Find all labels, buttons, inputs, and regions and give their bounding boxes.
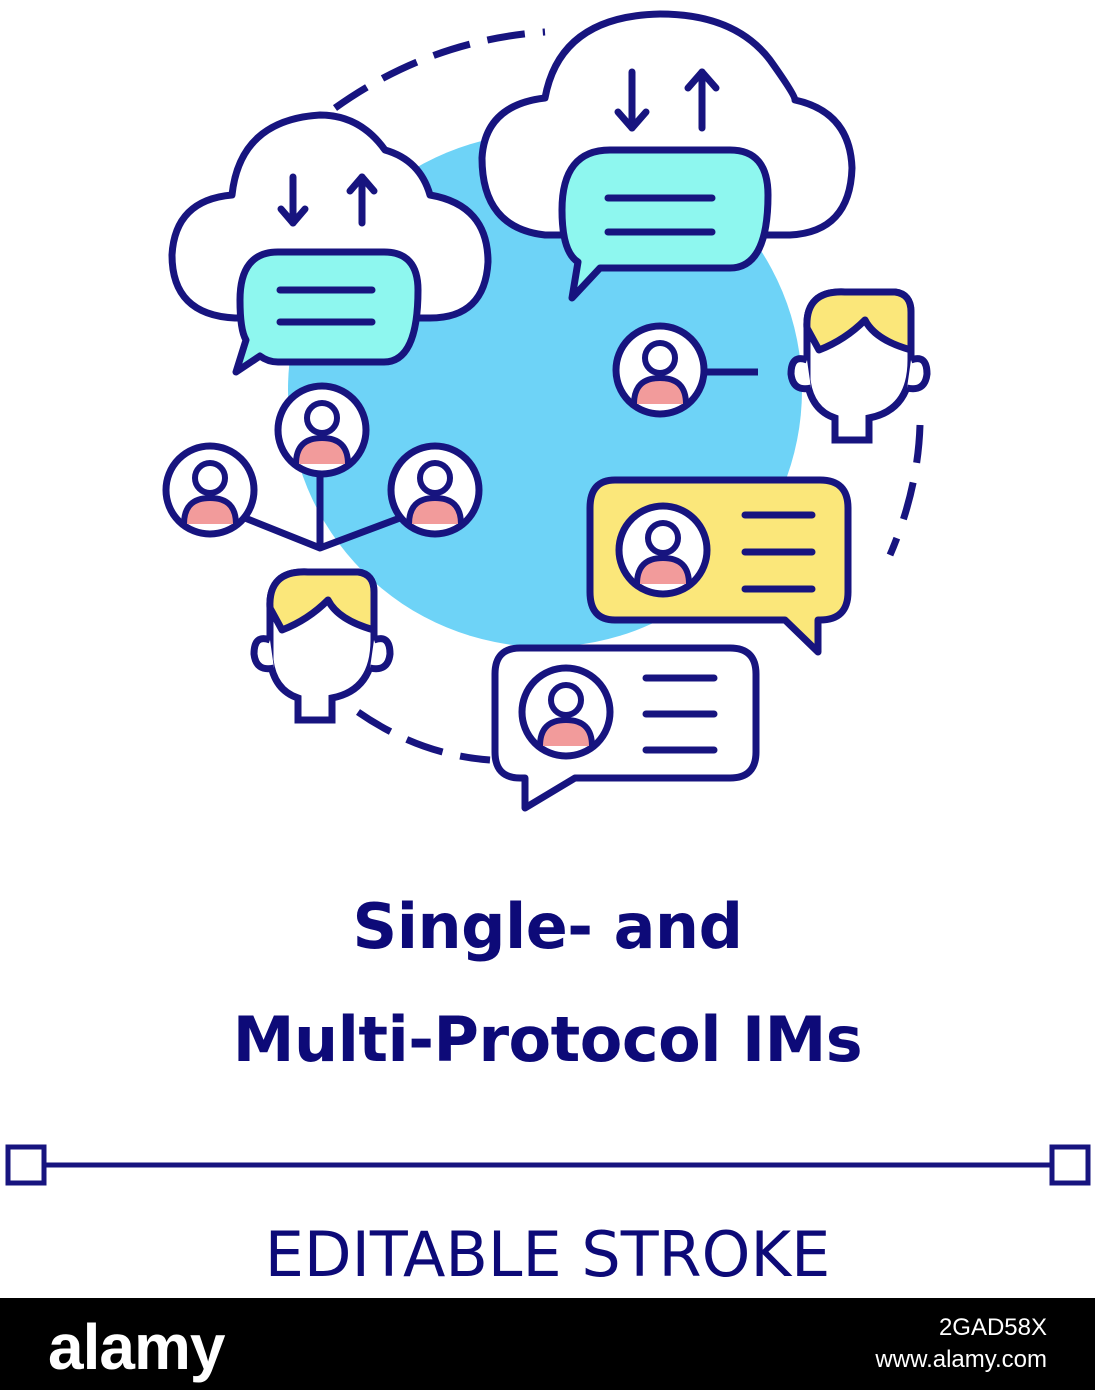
download-arrow-icon [277, 173, 309, 227]
footer-banner: alamy 2GAD58X www.alamy.com [0, 1298, 1095, 1390]
left-handle-icon [5, 1144, 47, 1186]
right-handle-icon [1049, 1144, 1091, 1186]
image-url: www.alamy.com [875, 1346, 1047, 1373]
person-head-icon [791, 292, 927, 440]
single-multi-protocol-illustration [0, 10, 1095, 812]
user-avatar-icon [391, 446, 479, 534]
editable-stroke-line [5, 1144, 1091, 1186]
image-id: 2GAD58X [938, 1314, 1047, 1341]
brand-logo: alamy [48, 1311, 225, 1383]
chat-bubble-icon [232, 248, 422, 376]
dashed-orbit-right [886, 424, 924, 557]
title-line-1: Single- and [352, 890, 743, 963]
chat-bubble-icon [558, 146, 772, 302]
title-line-2: Multi-Protocol IMs [232, 1003, 863, 1076]
dashed-orbit-top [332, 28, 546, 111]
user-avatar-icon [616, 326, 704, 414]
user-avatar-icon [166, 446, 254, 534]
editable-stroke-label: EDITABLE STROKE [264, 1218, 831, 1291]
download-arrow-icon [614, 68, 650, 132]
user-avatar-icon [278, 386, 366, 474]
image-info: 2GAD58X www.alamy.com [875, 1312, 1047, 1376]
person-head-icon [254, 572, 390, 720]
contact-card-icon [491, 644, 760, 812]
upload-arrow-icon [346, 173, 378, 227]
dashed-orbit-bottom [356, 709, 491, 764]
upload-arrow-icon [684, 68, 720, 132]
contact-card-icon [586, 476, 852, 656]
